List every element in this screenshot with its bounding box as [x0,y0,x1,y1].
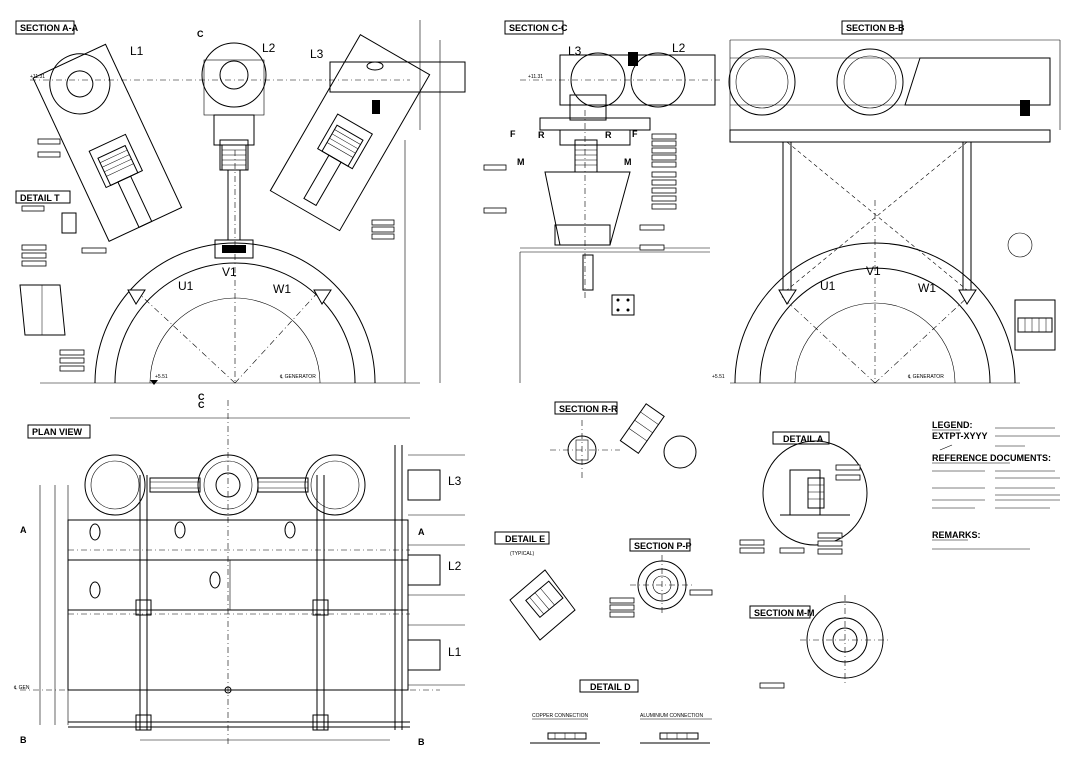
ct-coil-center [221,144,247,171]
section-pp-view: SECTION P-P [609,538,713,618]
mark-r-cc-left: R [538,130,545,140]
phase-label-l2-cc: L2 [672,41,686,55]
section-mm-title: SECTION M-M [754,608,815,618]
ct-coil-cc [574,139,598,173]
remarks-title: REMARKS: [932,530,981,540]
aluminium-connection-title: ALUMINIUM CONNECTION [640,713,703,719]
level-top-aa: +11.31 [30,74,45,80]
phase-label-l3-plan: L3 [448,474,462,488]
mark-b-plan-left: B [20,735,27,745]
mark-c-plan: C [198,400,205,410]
generator-label-aa: ℄ GENERATOR [279,374,316,380]
section-mm-view: SECTION M-M [749,595,890,689]
detail-d-view: DETAIL D COPPER CONNECTION ALUMINIUM CON… [530,679,712,744]
phase-label-l1-aa: L1 [130,44,144,58]
detail-a-title: DETAIL A [783,434,824,444]
section-rr-view: SECTION R-R [550,401,697,480]
level-marker-icon [150,380,158,385]
phase-label-u1-bb: U1 [820,279,836,293]
section-bb-view: SECTION B-B U1 V1 W1 ℄ GENERATOR +5.51 [712,20,1061,384]
phase-label-w1-aa: W1 [273,282,291,296]
detail-e-title: DETAIL E [505,534,545,544]
detail-t-view: DETAIL T [15,190,107,372]
section-aa-view: SECTION A-A +11.31 +5.51 [15,20,466,402]
section-cc-title: SECTION C-C [509,23,568,33]
phase-label-l3-cc: L3 [568,44,582,58]
busbar-right-w1 [269,34,431,232]
mark-f-cc-left: F [510,129,516,139]
mark-c-aa: C [197,29,204,39]
detail-e-subtitle: (TYPICAL) [510,551,535,557]
copper-connection-title: COPPER CONNECTION [532,713,589,719]
mark-f-cc-right: F [632,129,638,139]
level-top-cc: +11.31 [528,74,543,80]
reference-documents-title: REFERENCE DOCUMENTS: [932,453,1051,463]
phase-label-l2-plan: L2 [448,559,462,573]
phase-label-v1-bb: V1 [866,264,881,278]
plan-view-title: PLAN VIEW [32,427,83,437]
phase-label-l2-aa: L2 [262,41,276,55]
phase-label-l1-plan: L1 [448,645,462,659]
phase-label-v1-aa: V1 [222,265,237,279]
section-rr-title: SECTION R-R [559,404,618,414]
phase-label-w1-bb: W1 [918,281,936,295]
legend-title: LEGEND: [932,420,973,430]
section-bb-title: SECTION B-B [846,23,905,33]
level-bottom-bb: +5.51 [712,374,725,380]
mark-b-plan-right: B [418,737,425,747]
phase-label-u1-aa: U1 [178,279,194,293]
mark-c-aa-bottom: C [198,392,205,402]
section-aa-title: SECTION A-A [20,23,79,33]
detail-t-title: DETAIL T [20,193,60,203]
mark-m-cc-left: M [517,157,525,167]
mark-r-cc-right: R [605,130,612,140]
busbar-left-u1 [32,43,183,242]
phase-label-l3-aa: L3 [310,47,324,61]
plan-view: PLAN VIEW [13,400,465,747]
detail-d-title: DETAIL D [590,682,631,692]
generator-label-bb: ℄ GENERATOR [907,374,944,380]
legend-code: EXTPT-XYYY [932,431,988,441]
mark-m-cc-right: M [624,157,632,167]
mark-a-plan-left: A [20,525,27,535]
mark-a-plan-right: A [418,527,425,537]
section-pp-title: SECTION P-P [634,541,692,551]
gen-axis-label: ℄ GEN [13,685,30,691]
detail-a-view: DETAIL A [739,431,868,555]
section-cc-view: SECTION C-C +11.31 L3 L2 F F M M R [483,20,720,383]
legend-panel: LEGEND: EXTPT-XYYY REFERENCE DOCUMENTS: … [932,420,1060,550]
level-bottom-aa: +5.51 [155,374,168,380]
detail-e-view: DETAIL E (TYPICAL) [494,531,576,641]
